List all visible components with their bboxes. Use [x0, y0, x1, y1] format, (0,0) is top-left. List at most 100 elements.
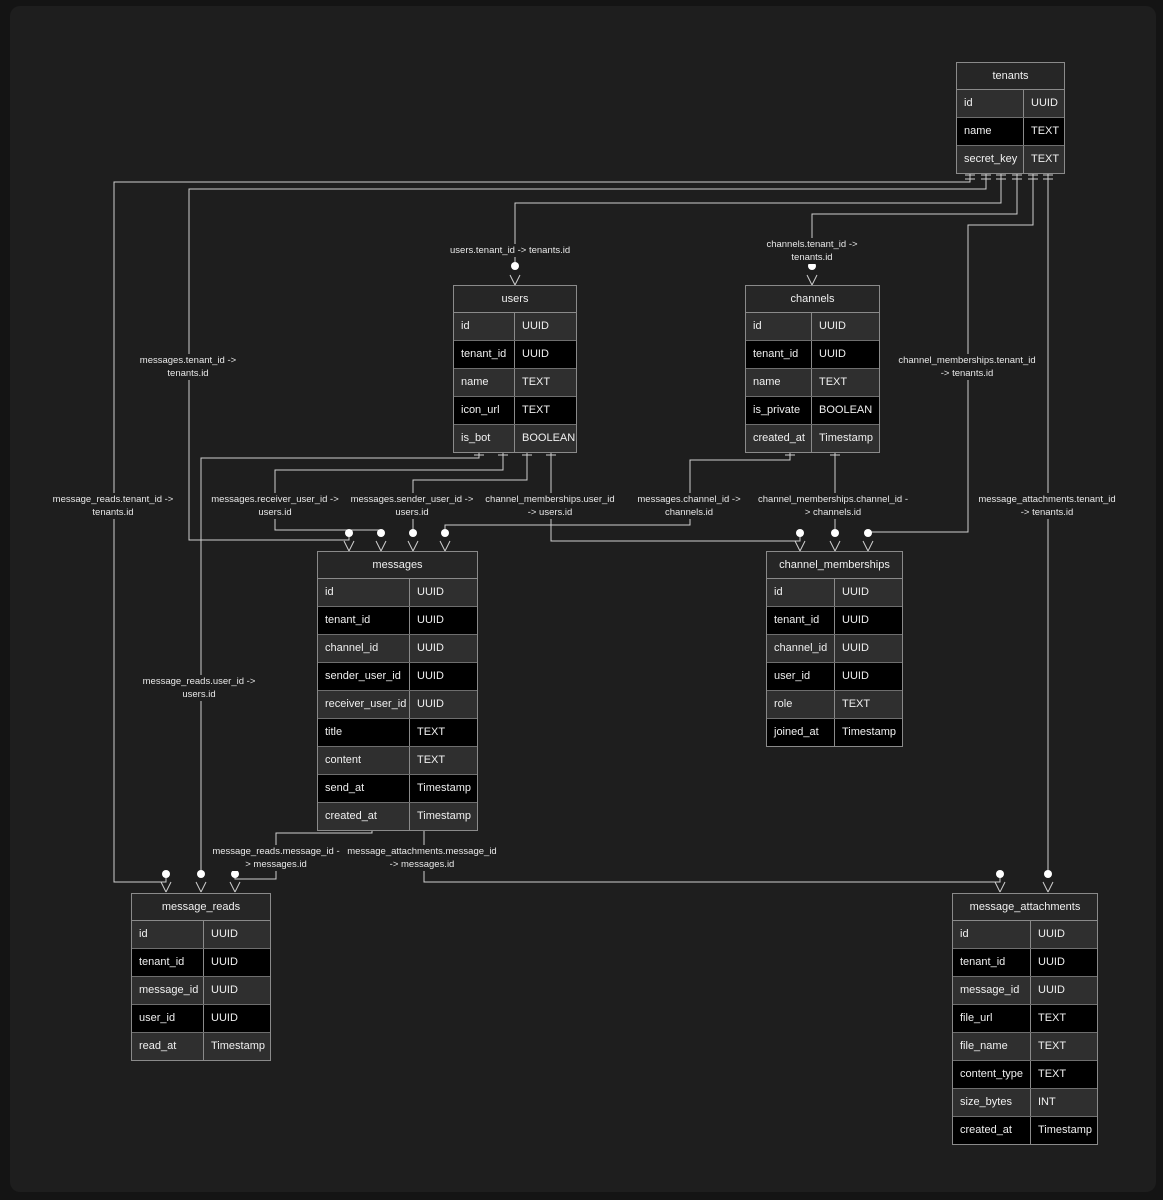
- column-type: UUID: [1038, 984, 1065, 996]
- entity-title: tenants: [957, 63, 1064, 90]
- column-type: Timestamp: [1038, 1124, 1092, 1136]
- rel-label-reads-tenant: message_reads.tenant_id -> tenants.id: [50, 493, 176, 519]
- column-row[interactable]: tenant_id UUID: [767, 607, 902, 635]
- column-type: UUID: [1038, 928, 1065, 940]
- rel-label-reads-message: message_reads.message_id -> messages.id: [212, 845, 340, 871]
- column-name: file_url: [953, 1005, 1031, 1032]
- column-type: UUID: [211, 956, 238, 968]
- column-type: TEXT: [417, 726, 446, 738]
- column-name: created_at: [318, 803, 410, 830]
- column-name: title: [318, 719, 410, 746]
- column-type: UUID: [522, 348, 549, 360]
- column-name: tenant_id: [767, 607, 835, 634]
- column-name: message_id: [132, 977, 204, 1004]
- column-name: message_id: [953, 977, 1031, 1004]
- column-type: TEXT: [1038, 1040, 1067, 1052]
- column-type: UUID: [819, 320, 846, 332]
- column-type: Timestamp: [417, 810, 471, 822]
- column-type: BOOLEAN: [819, 404, 873, 416]
- column-type: UUID: [1038, 956, 1065, 968]
- link-messages-sender: [412, 448, 528, 532]
- column-name: id: [318, 579, 410, 606]
- column-type: UUID: [819, 348, 846, 360]
- rel-label-messages-sender: messages.sender_user_id -> users.id: [348, 493, 476, 519]
- column-row[interactable]: title TEXT: [318, 719, 477, 747]
- column-type: UUID: [842, 670, 869, 682]
- column-row[interactable]: message_id UUID: [132, 977, 270, 1005]
- column-type: UUID: [842, 642, 869, 654]
- column-type: Timestamp: [417, 782, 471, 794]
- column-name: id: [767, 579, 835, 606]
- rel-label-messages-tenant: messages.tenant_id -> tenants.id: [136, 354, 240, 380]
- column-name: id: [454, 313, 515, 340]
- column-name: id: [953, 921, 1031, 948]
- rel-label-users-tenant: users.tenant_id -> tenants.id: [450, 244, 571, 257]
- many-markers: [160, 262, 1054, 893]
- column-type: Timestamp: [842, 726, 896, 738]
- column-type: UUID: [842, 614, 869, 626]
- column-row[interactable]: message_id UUID: [953, 977, 1097, 1005]
- column-name: icon_url: [454, 397, 515, 424]
- column-name: content_type: [953, 1061, 1031, 1088]
- column-type: UUID: [211, 928, 238, 940]
- column-type: UUID: [417, 670, 444, 682]
- column-name: sender_user_id: [318, 663, 410, 690]
- link-users-tenant: [514, 172, 1002, 265]
- column-type: Timestamp: [211, 1040, 265, 1052]
- rel-label-messages-receiver: messages.receiver_user_id -> users.id: [208, 493, 342, 519]
- rel-label-memberships-channel: channel_memberships.channel_id -> channe…: [758, 493, 908, 519]
- column-type: TEXT: [819, 376, 848, 388]
- column-row[interactable]: sender_user_id UUID: [318, 663, 477, 691]
- link-messages-channel: [444, 448, 791, 532]
- link-attachments-message: [423, 822, 1001, 883]
- column-row[interactable]: id UUID: [953, 921, 1097, 949]
- column-name: receiver_user_id: [318, 691, 410, 718]
- column-row[interactable]: created_at Timestamp: [318, 803, 477, 830]
- rel-label-attachments-message: message_attachments.message_id -> messag…: [346, 845, 498, 871]
- column-type: UUID: [211, 984, 238, 996]
- column-type: TEXT: [1031, 153, 1060, 165]
- rel-label-memberships-user: channel_memberships.user_id -> users.id: [483, 493, 617, 519]
